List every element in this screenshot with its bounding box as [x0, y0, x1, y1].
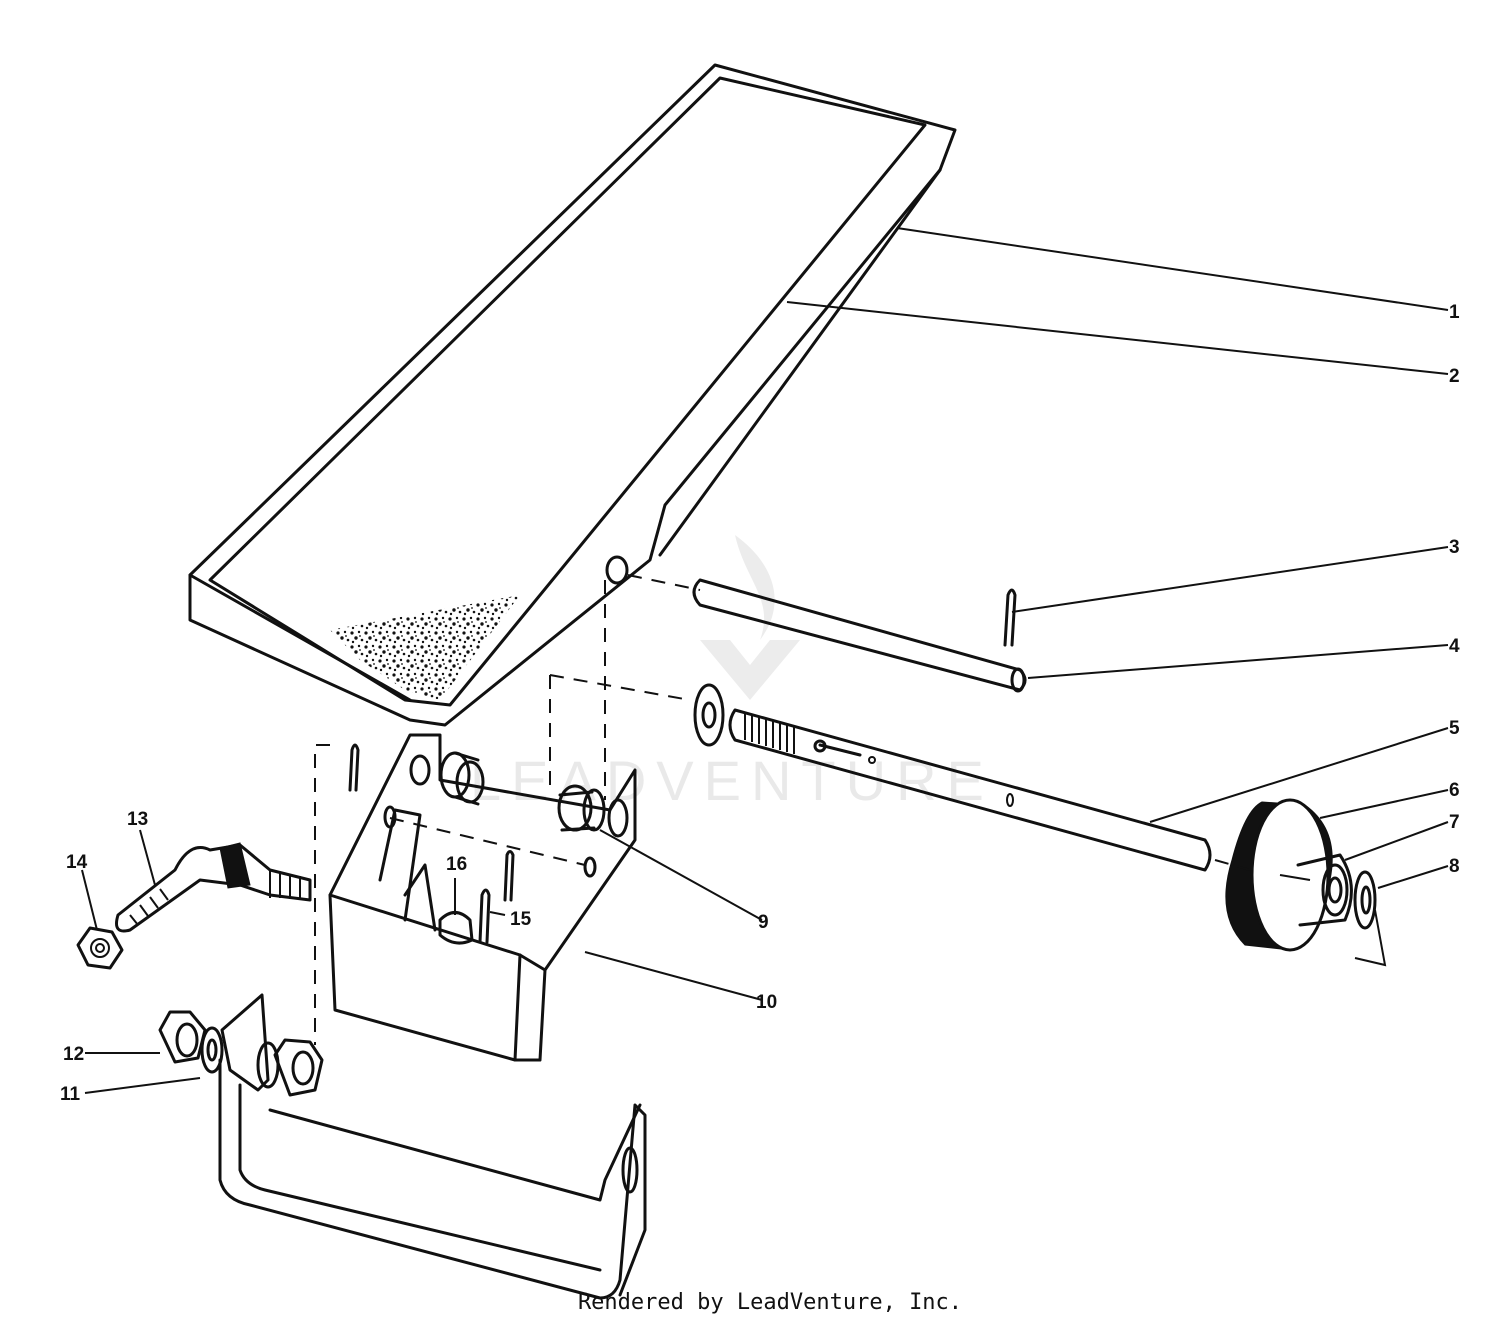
callout-12: 12: [63, 1044, 84, 1065]
rod-5: [693, 683, 1212, 872]
callout-16: 16: [446, 854, 467, 875]
hub-collar-7: [1279, 853, 1353, 927]
callout-10: 10: [756, 992, 777, 1013]
pedal: [188, 63, 957, 727]
callout-6: 6: [1449, 780, 1460, 801]
bracket-10: [328, 733, 637, 1062]
footer-credit: Rendered by LeadVenture, Inc.: [577, 1290, 963, 1315]
callout-14: 14: [66, 852, 88, 873]
callout-8: 8: [1449, 856, 1460, 877]
callout-15: 15: [510, 909, 532, 930]
callout-4: 4: [1449, 636, 1460, 657]
callout-2: 2: [1449, 366, 1460, 387]
lower-bracket-assembly: [158, 993, 647, 1300]
callout-1: 1: [1449, 302, 1460, 323]
pivot-pin-4: [692, 578, 1027, 693]
nut-14: [76, 926, 124, 970]
callout-5: 5: [1449, 718, 1460, 739]
alignment-lines: [314, 574, 1387, 1045]
roller-wheel-6: [1225, 798, 1333, 952]
watermark-logo: LEADVENTURE: [470, 535, 984, 812]
leader-lines: [81, 227, 1449, 1094]
cotter-pins-15: [348, 743, 515, 944]
callout-7: 7: [1449, 812, 1460, 833]
rod-end-13: [115, 842, 312, 933]
callout-11: 11: [60, 1084, 81, 1105]
callouts: 1 2 3 4 5 6 7 8 9 10 11 12 13 14 15 16: [60, 302, 1460, 1105]
cotter-pin-3: [1003, 588, 1017, 647]
callout-3: 3: [1449, 537, 1460, 558]
washer-8: [1353, 870, 1377, 930]
callout-9: 9: [758, 912, 769, 933]
callout-13: 13: [127, 809, 148, 830]
